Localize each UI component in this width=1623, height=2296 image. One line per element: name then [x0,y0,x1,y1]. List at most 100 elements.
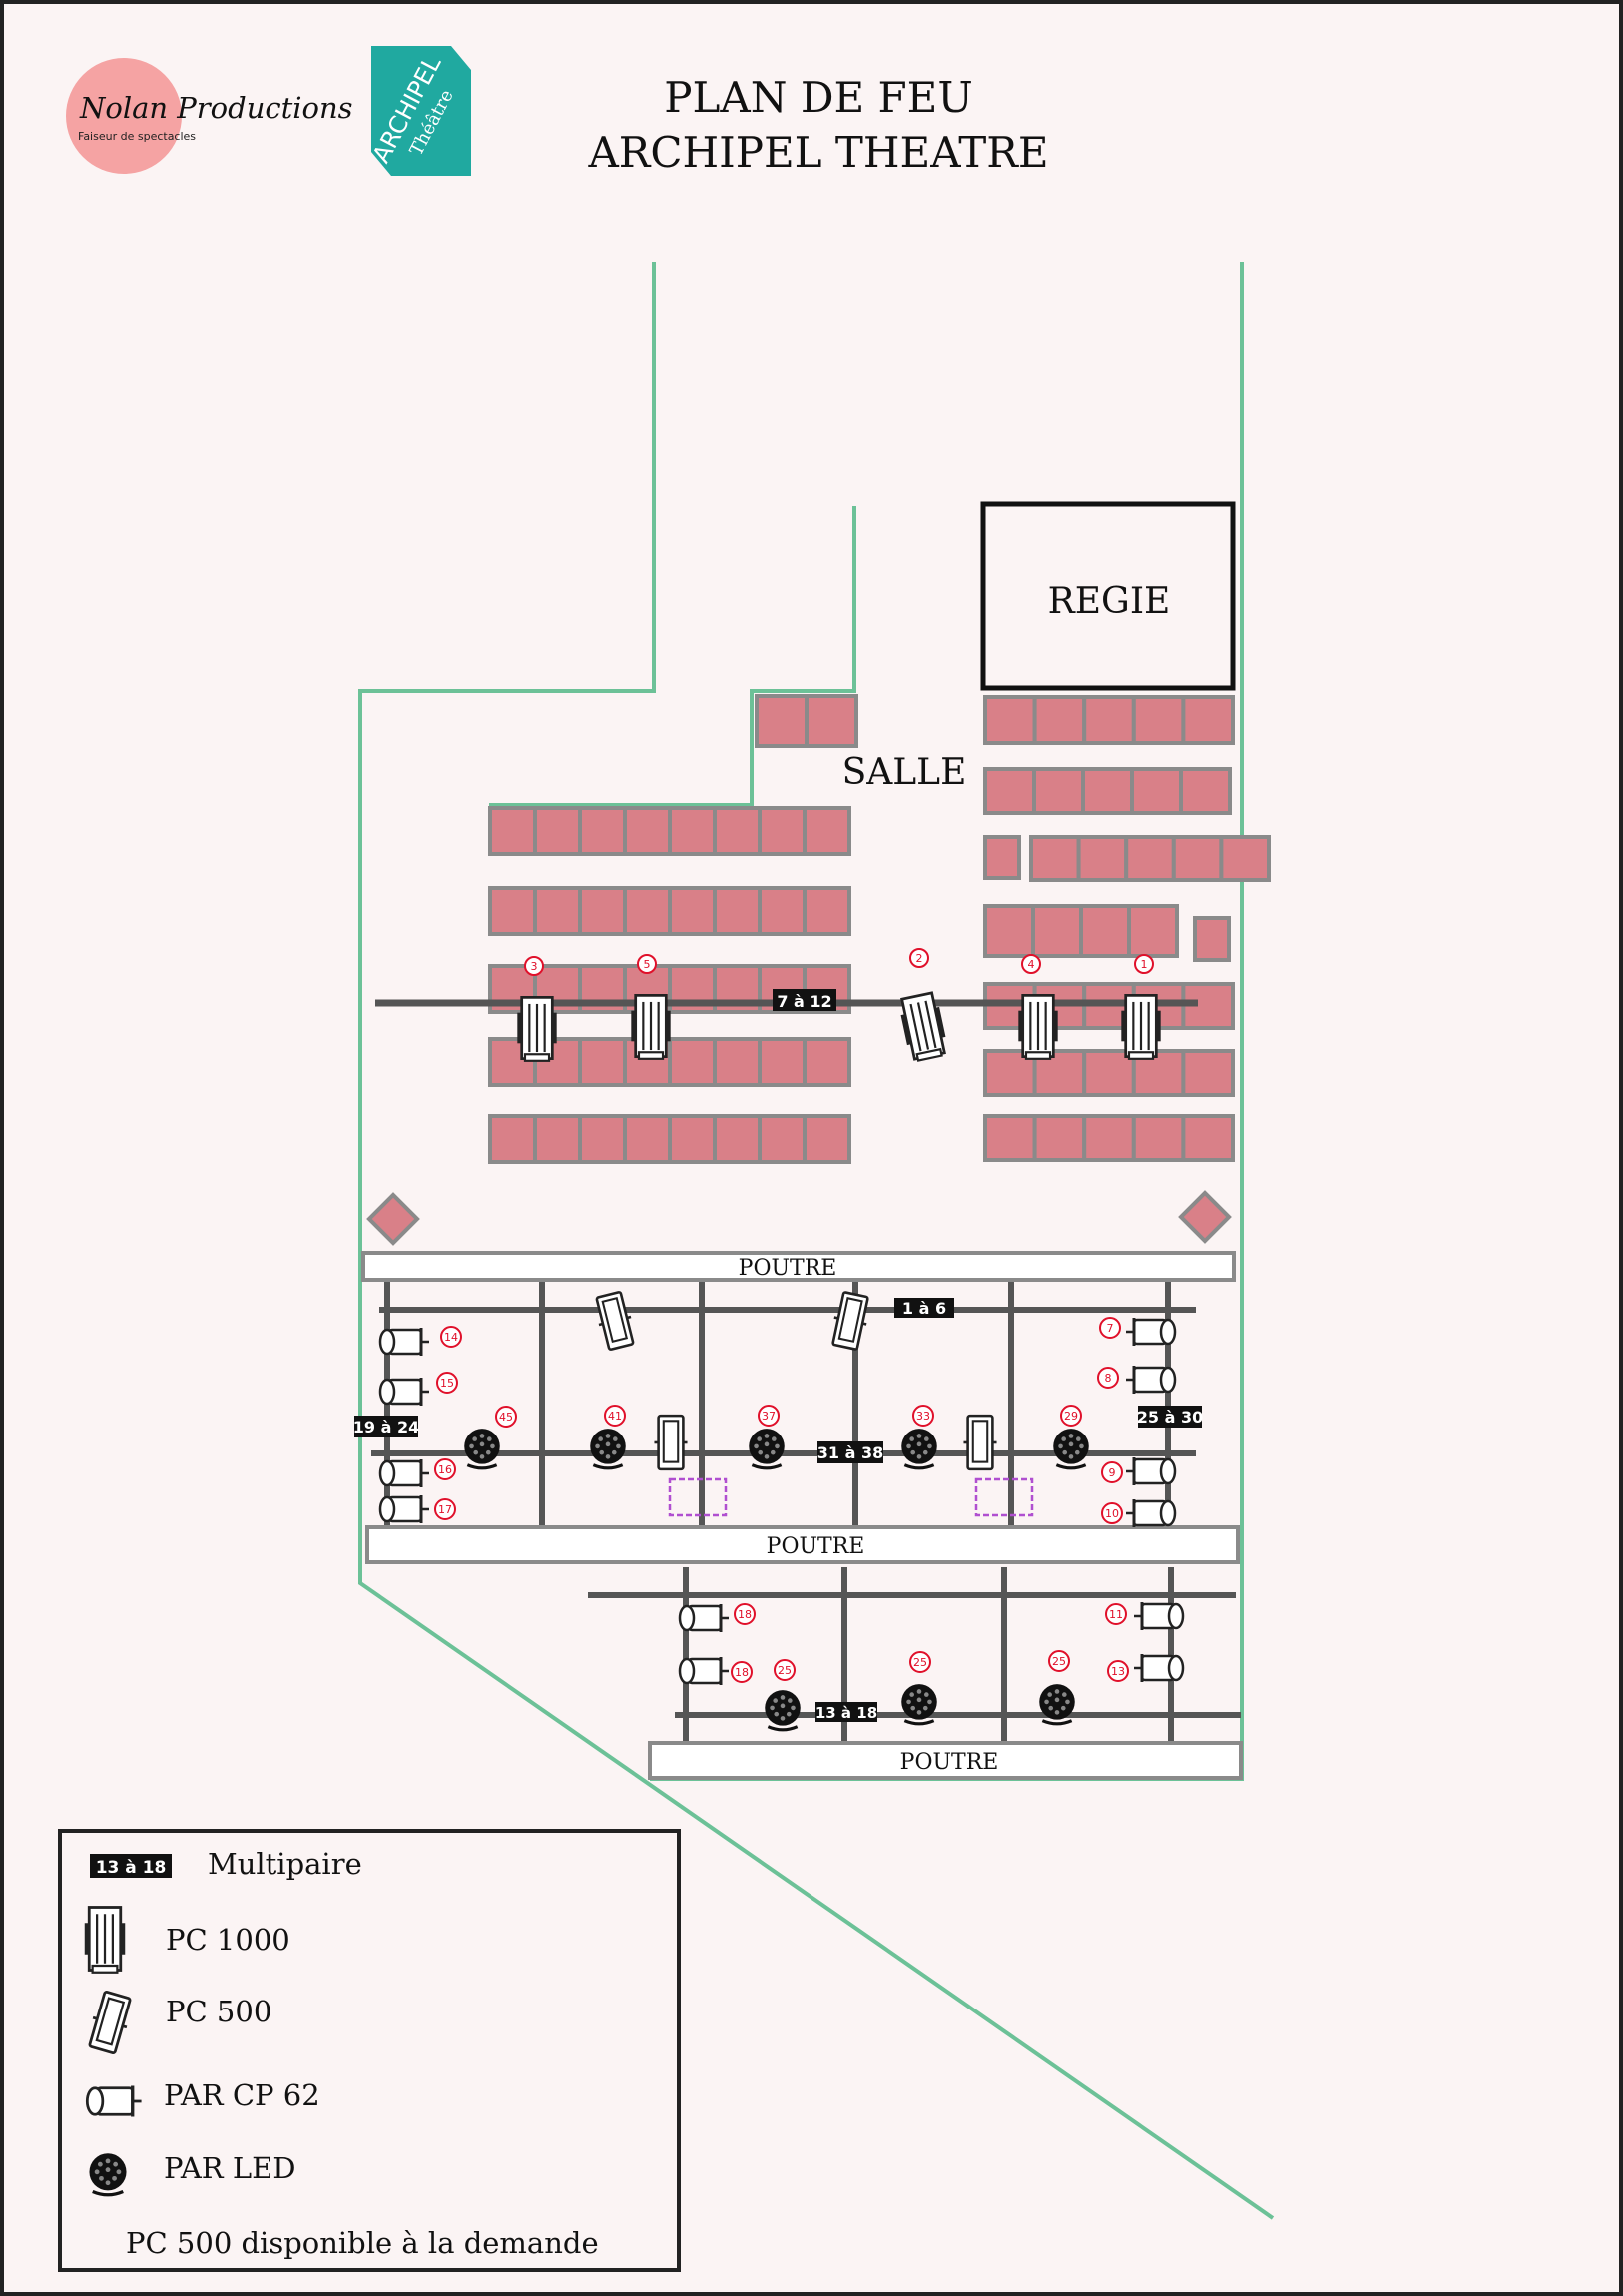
seat [623,1114,672,1164]
pc1000-icon [629,994,673,1061]
par-cp62-icon [1124,1455,1177,1487]
pc500-icon [653,1414,689,1471]
seat [983,1114,1037,1162]
seat [668,1114,717,1164]
par-cp62-icon [1132,1652,1185,1684]
circuit-marker: 4 [1021,954,1041,974]
seat [1181,1049,1236,1097]
gel-frame-right [974,1477,1034,1517]
truss-grid-1 [371,1280,1196,1525]
legend-multipaire-label: Multipaire [208,1847,362,1881]
poutre-1-label: POUTRE [739,1256,837,1281]
seat [488,806,537,856]
nolan-logo-name: Nolan Productions [79,91,353,125]
circuit-numbers: 3 5 2 4 1 14 15 16 17 7 8 9 10 45 41 37 … [434,948,1154,1683]
multipaire-tag: 1 à 6 [894,1298,954,1318]
multipaire-tag: 7 à 12 [773,989,836,1011]
seat [755,694,809,748]
svg-text:41: 41 [608,1410,622,1423]
par-cp62-icon [378,1376,431,1408]
seat [1029,835,1081,882]
multipaire-tag: 31 à 38 [817,1441,883,1463]
circuit-marker: 33 [912,1405,934,1427]
circuit-marker: 18 [734,1603,756,1625]
svg-text:33: 33 [916,1410,930,1423]
par-cp62-icon [678,1655,731,1687]
par-cp62-icon [1124,1364,1177,1396]
seat [578,806,627,856]
svg-text:37: 37 [762,1410,776,1423]
salle-label: SALLE [842,752,967,793]
svg-text:18: 18 [735,1666,749,1679]
svg-text:11: 11 [1109,1608,1123,1621]
legend-multipaire-swatch [90,1854,172,1878]
seat [1032,695,1087,745]
circuit-marker: 9 [1101,1461,1123,1483]
seat [983,904,1035,958]
svg-text:14: 14 [444,1331,458,1344]
seat [983,835,1021,880]
par-led-icon [588,1427,628,1470]
seat [1076,835,1129,882]
legend-parcp62-label: PAR CP 62 [164,2078,320,2112]
multipaire-tag: 13 à 18 [815,1702,877,1722]
svg-text:2: 2 [916,952,923,965]
circuit-marker: 7 [1099,1317,1121,1339]
svg-text:1 à 6: 1 à 6 [902,1299,946,1318]
seat [758,1114,807,1164]
circuit-marker: 14 [440,1326,462,1348]
multipaire-tags: 7 à 12 1 à 6 19 à 24 25 à 30 31 à 38 13 … [353,989,1203,1722]
seat [1171,835,1224,882]
seat [1079,904,1131,958]
seat [1031,904,1083,958]
pc500-icon [826,1289,874,1353]
pc500-icon [962,1414,998,1471]
svg-text:7 à 12: 7 à 12 [777,992,831,1011]
circuit-marker: 25 [774,1659,796,1681]
svg-text:7: 7 [1107,1322,1114,1335]
svg-text:13 à 18: 13 à 18 [815,1704,877,1722]
par-cp62-icon [1132,1600,1185,1632]
svg-text:13: 13 [1111,1665,1125,1678]
seat [668,806,717,856]
seat [488,1114,537,1164]
svg-text:25: 25 [913,1656,927,1669]
seat [1081,767,1134,815]
circuit-marker: 45 [495,1406,517,1428]
svg-text:25: 25 [1052,1655,1066,1668]
seat [713,886,762,936]
circuit-marker: 29 [1060,1405,1082,1427]
circuit-marker: 11 [1105,1603,1127,1625]
pc1000-icon [1016,994,1060,1061]
seat [1032,1114,1087,1162]
legend-icons: 13 à 18 [83,1854,172,2197]
seat [713,1037,762,1087]
seat [1181,1114,1236,1162]
seat [1082,695,1136,745]
par-led-icon [462,1427,502,1470]
corner-box-right [1178,1190,1232,1244]
circuit-marker: 1 [1134,954,1154,974]
circuit-marker: 16 [434,1458,456,1480]
multipaire-tag: 25 à 30 [1137,1406,1203,1428]
seat [713,806,762,856]
seat [1131,695,1186,745]
svg-text:31 à 38: 31 à 38 [817,1443,883,1462]
seat [758,806,807,856]
legend-multipaire-sample: 13 à 18 [96,1858,167,1878]
seat [713,1114,762,1164]
legend-note: PC 500 disponible à la demande [126,2226,599,2260]
seat [1179,767,1232,815]
seat [1131,1114,1186,1162]
poutre-3-label: POUTRE [900,1750,999,1775]
seat [533,1114,582,1164]
multipaire-tag: 19 à 24 [353,1416,419,1437]
svg-text:9: 9 [1109,1466,1116,1479]
svg-text:8: 8 [1105,1372,1112,1385]
regie-box [980,501,1236,691]
svg-text:15: 15 [440,1377,454,1390]
par-led-icon [1051,1427,1091,1470]
circuit-marker: 10 [1101,1502,1123,1524]
seat [1181,695,1236,745]
seat [803,1037,851,1087]
